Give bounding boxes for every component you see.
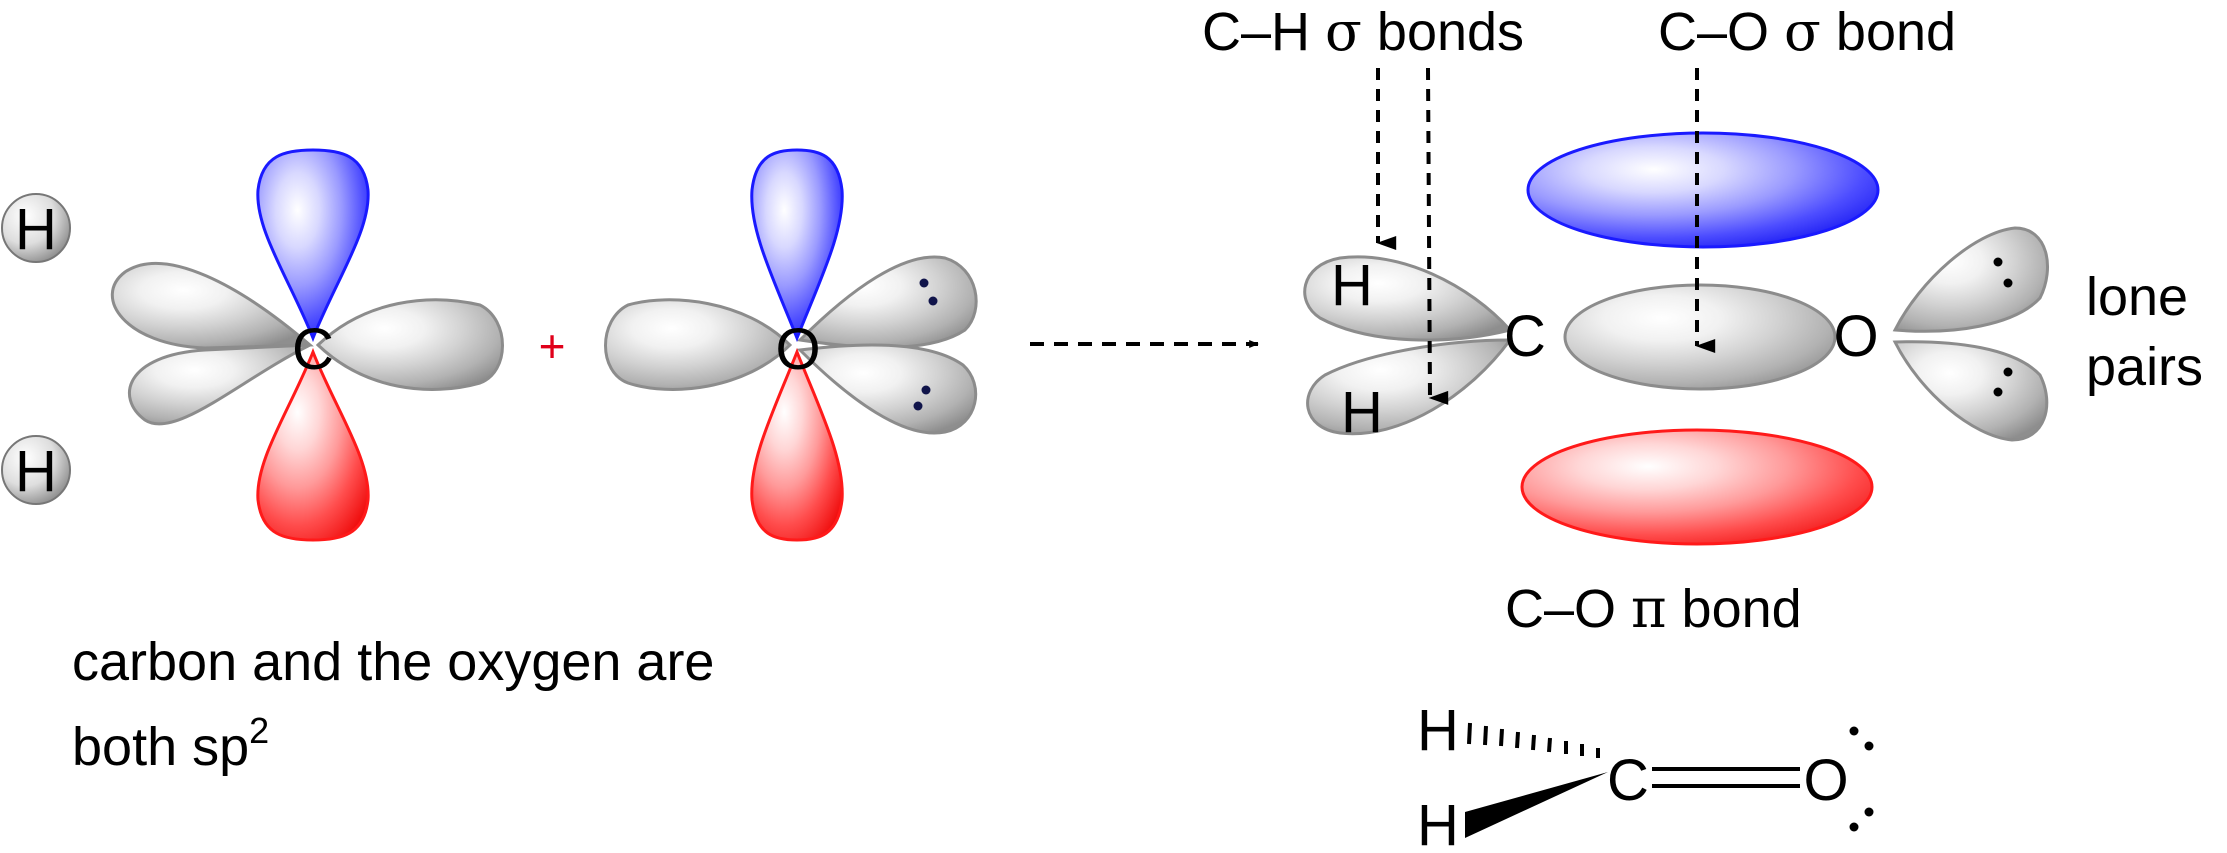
oxygen-sp2-lobe-left — [604, 298, 793, 391]
lone-pairs-label-line1: lone — [2086, 267, 2188, 327]
pi-bond-top-lobe — [1526, 131, 1880, 249]
ch-sigma-arrow-2 — [1426, 67, 1449, 405]
co-pi-bond-label: C–O π bond — [1505, 577, 1802, 640]
oxygen-sp2-lobe-lower-right — [796, 343, 978, 435]
carbon-atom-label: C — [292, 317, 334, 382]
formaldehyde-structure: H H C O — [1417, 698, 1874, 853]
carbon-sp2-lobe-upper-left — [110, 262, 314, 350]
caption-line-2: both sp2 — [72, 710, 269, 777]
oxygen-p-orbital-bottom — [750, 347, 844, 542]
oxygen-lone-pair-lower — [913, 385, 931, 411]
product-oxygen-label: O — [1833, 304, 1878, 369]
carbon-sp2-lobe-lower-left — [128, 343, 311, 426]
caption-line-1: carbon and the oxygen are — [72, 632, 714, 692]
lone-pairs-label-line2: pairs — [2086, 337, 2203, 397]
plus-sign: + — [539, 320, 566, 372]
product-lone-pair-upper — [1993, 257, 2013, 288]
solid-wedge-bond — [1465, 772, 1608, 838]
structure-h-top: H — [1417, 698, 1459, 763]
oxygen-lone-pair-upper — [919, 278, 938, 306]
hashed-wedge-bond — [1467, 722, 1600, 758]
hydrogen-atom-bottom: H — [1, 435, 71, 505]
carbon-sp2-orbitals: C — [110, 148, 504, 542]
product-h-top-label: H — [1331, 253, 1373, 318]
structure-carbon: C — [1607, 748, 1649, 813]
structure-h-bottom: H — [1417, 793, 1459, 853]
hydrogen-atom-top: H — [1, 193, 71, 263]
structure-lone-pair-lower — [1849, 807, 1874, 832]
oxygen-atom-label: O — [775, 317, 820, 382]
ch-sigma-orbital-bottom — [1306, 338, 1513, 436]
oxygen-lone-pair-orbital-lower — [1892, 340, 2049, 442]
structure-oxygen: O — [1803, 748, 1848, 813]
ch-sigma-bonds-label: C–H σ bonds — [1202, 0, 1524, 63]
carbon-p-orbital-top — [256, 148, 370, 343]
structure-lone-pair-upper — [1849, 726, 1874, 751]
oxygen-sp2-lobe-upper-right — [796, 255, 978, 349]
product-carbon-label: C — [1504, 304, 1546, 369]
hydrogen-bottom-label: H — [15, 439, 57, 504]
co-sigma-orbital — [1563, 283, 1837, 391]
oxygen-sp2-orbitals: O — [604, 148, 978, 542]
carbon-p-orbital-bottom — [256, 347, 370, 542]
product-h-bottom-label: H — [1341, 380, 1383, 445]
hydrogen-top-label: H — [15, 197, 57, 262]
product-lone-pair-lower — [1993, 367, 2013, 397]
carbon-sp2-lobe-right — [315, 298, 504, 391]
co-sigma-bond-label: C–O σ bond — [1658, 0, 1956, 63]
ch-sigma-orbital-top — [1303, 255, 1513, 342]
oxygen-lone-pair-orbital-upper — [1892, 226, 2049, 333]
pi-bond-bottom-lobe — [1520, 428, 1874, 546]
oxygen-p-orbital-top — [750, 148, 844, 343]
